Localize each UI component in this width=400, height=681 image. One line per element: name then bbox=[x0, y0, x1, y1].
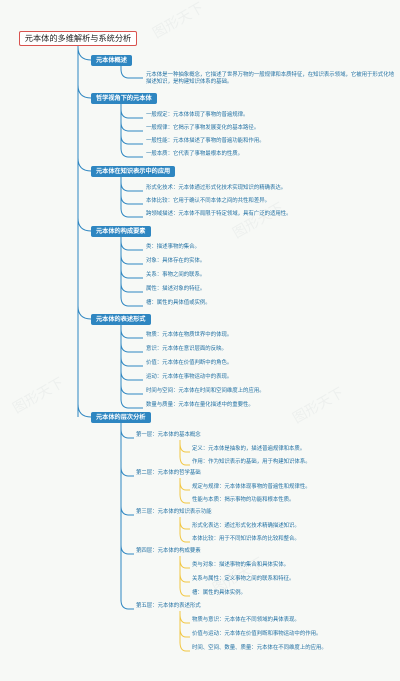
sub-item-connector bbox=[179, 586, 190, 597]
item-connector bbox=[120, 268, 143, 279]
item-connector bbox=[120, 181, 143, 192]
item-connector bbox=[120, 134, 143, 145]
item-connector bbox=[120, 68, 143, 79]
leaf-item[interactable]: 规定与规律：元本体体现事物的普遍性和规律性。 bbox=[192, 484, 311, 490]
leaf-item[interactable]: 作用：作为知识表示的基础，用于构建知识体系。 bbox=[192, 459, 311, 465]
section-node[interactable]: 元本体的构成要素 bbox=[91, 226, 151, 237]
leaf-item[interactable]: 一般本质：它代表了事物最根本的性质。 bbox=[146, 151, 244, 157]
sub-connector bbox=[120, 599, 134, 610]
item-connector bbox=[120, 356, 143, 367]
leaf-item[interactable]: 价值与运动：元本体在价值判断和事物运动中的作用。 bbox=[192, 631, 322, 637]
leaf-item[interactable]: 价值：元本体在价值判断中的角色。 bbox=[146, 360, 233, 366]
leaf-item[interactable]: 形式化表达：通过形式化技术精确描述知识。 bbox=[192, 523, 300, 529]
leaf-item[interactable]: 定义：元本体是抽象的，描述普遍规律和本质。 bbox=[192, 446, 306, 452]
leaf-item[interactable]: 性能与本质：揭示事物的功能和根本性质。 bbox=[192, 497, 295, 503]
section-connector bbox=[77, 46, 92, 61]
leaf-item[interactable]: 对象：具体存在的实体。 bbox=[146, 258, 206, 264]
sub-connector bbox=[120, 428, 134, 439]
item-connector bbox=[120, 384, 143, 395]
section-node[interactable]: 元本体的表述形式 bbox=[91, 314, 151, 325]
sub-connector bbox=[120, 466, 134, 477]
item-connector bbox=[120, 370, 143, 381]
item-connector bbox=[120, 342, 143, 353]
section-node[interactable]: 元本体在知识表示中的应用 bbox=[91, 166, 176, 177]
section-node[interactable]: 元本体概述 bbox=[91, 55, 132, 66]
sub-item-connector bbox=[179, 613, 190, 624]
sub-item-connector bbox=[179, 532, 190, 543]
leaf-item[interactable]: 槽：属性的具体值或实例。 bbox=[146, 300, 211, 306]
leaf-item[interactable]: 时间、空间、数量、质量：元本体在不同维度上的应用。 bbox=[192, 645, 327, 651]
section-connector bbox=[77, 84, 92, 99]
sub-node[interactable]: 第三层：元本体的知识表示功能 bbox=[136, 509, 212, 515]
item-connector bbox=[120, 398, 143, 409]
leaf-item[interactable]: 跨领域描述：元本体不局限于特定领域，具有广泛的适用性。 bbox=[146, 211, 292, 217]
section-node[interactable]: 元本体的层次分析 bbox=[91, 412, 151, 423]
sub-node[interactable]: 第五层：元本体的表述形式 bbox=[136, 603, 201, 609]
item-connector bbox=[120, 254, 143, 265]
leaf-item[interactable]: 槽：属性的具体实例。 bbox=[192, 590, 246, 596]
leaf-item[interactable]: 一般性能：元本体描述了事物的普遍功能和作用。 bbox=[146, 138, 265, 144]
leaf-item[interactable]: 物质与意识：元本体在不同领域的具体表现。 bbox=[192, 617, 300, 623]
item-connector bbox=[120, 207, 143, 218]
item-connector bbox=[120, 296, 143, 307]
leaf-item[interactable]: 关系：事物之间的联系。 bbox=[146, 272, 206, 278]
section-node[interactable]: 哲学视角下的元本体 bbox=[91, 93, 157, 104]
item-connector bbox=[120, 121, 143, 132]
leaf-item[interactable]: 物质：元本体在物质世界中的体现。 bbox=[146, 332, 233, 338]
leaf-item[interactable]: 本体比较：用于不同知识体系的比较和整合。 bbox=[192, 536, 300, 542]
leaf-item[interactable]: 属性：描述对象的特征。 bbox=[146, 286, 206, 292]
item-connector bbox=[120, 240, 143, 251]
leaf-item[interactable]: 元本体是一种抽象概念，它描述了世界万物的一般规律和本质特征，在知识表示领域，它被… bbox=[146, 72, 394, 85]
sub-node[interactable]: 第二层：元本体的哲学基础 bbox=[136, 470, 201, 476]
leaf-item[interactable]: 一般规定：元本体体现了事物的普遍规律。 bbox=[146, 112, 249, 118]
section-connector bbox=[77, 305, 92, 320]
leaf-item[interactable]: 类与对象：描述事物的集合和具体实体。 bbox=[192, 562, 290, 568]
sub-item-connector bbox=[179, 558, 190, 569]
leaf-item[interactable]: 关系与属性：定义事物之间的联系和特征。 bbox=[192, 576, 295, 582]
sub-item-connector bbox=[179, 493, 190, 504]
sub-connector bbox=[120, 505, 134, 516]
sub-node[interactable]: 第一层：元本体的基本概念 bbox=[136, 432, 201, 438]
item-connector bbox=[120, 108, 143, 119]
leaf-item[interactable]: 运动：元本体在事物运动中的表现。 bbox=[146, 374, 233, 380]
sub-item-connector bbox=[179, 480, 190, 491]
section-connector bbox=[77, 403, 92, 418]
sub-item-connector bbox=[179, 519, 190, 530]
sub-node[interactable]: 第四层：元本体的构成要素 bbox=[136, 548, 201, 554]
item-connector bbox=[120, 147, 143, 158]
sub-item-connector bbox=[179, 442, 190, 453]
leaf-item[interactable]: 形式化技术：元本体通过形式化技术实现知识的精确表达。 bbox=[146, 185, 287, 191]
leaf-item[interactable]: 一般规律：它揭示了事物发展变化的基本路径。 bbox=[146, 125, 260, 131]
sub-connector bbox=[120, 544, 134, 555]
leaf-item[interactable]: 本体比较：它用于确认不同本体之间的共性和差异。 bbox=[146, 198, 270, 204]
item-connector bbox=[120, 328, 143, 339]
item-connector bbox=[120, 194, 143, 205]
section-connector bbox=[77, 217, 92, 232]
item-connector bbox=[120, 282, 143, 293]
leaf-item[interactable]: 时间与空间：元本体在时间和空间维度上的应用。 bbox=[146, 388, 265, 394]
sub-item-connector bbox=[179, 572, 190, 583]
sub-item-connector bbox=[179, 641, 190, 652]
sub-item-connector bbox=[179, 455, 190, 466]
leaf-item[interactable]: 意识：元本体在意识层面的反映。 bbox=[146, 346, 227, 352]
leaf-item[interactable]: 数量与质量：元本体在量化描述中的重要性。 bbox=[146, 402, 254, 408]
root-title[interactable]: 元本体的多维解析与系统分析 bbox=[19, 31, 137, 46]
section-connector bbox=[77, 157, 92, 172]
sub-item-connector bbox=[179, 627, 190, 638]
leaf-item[interactable]: 类：描述事物的集合。 bbox=[146, 244, 200, 250]
